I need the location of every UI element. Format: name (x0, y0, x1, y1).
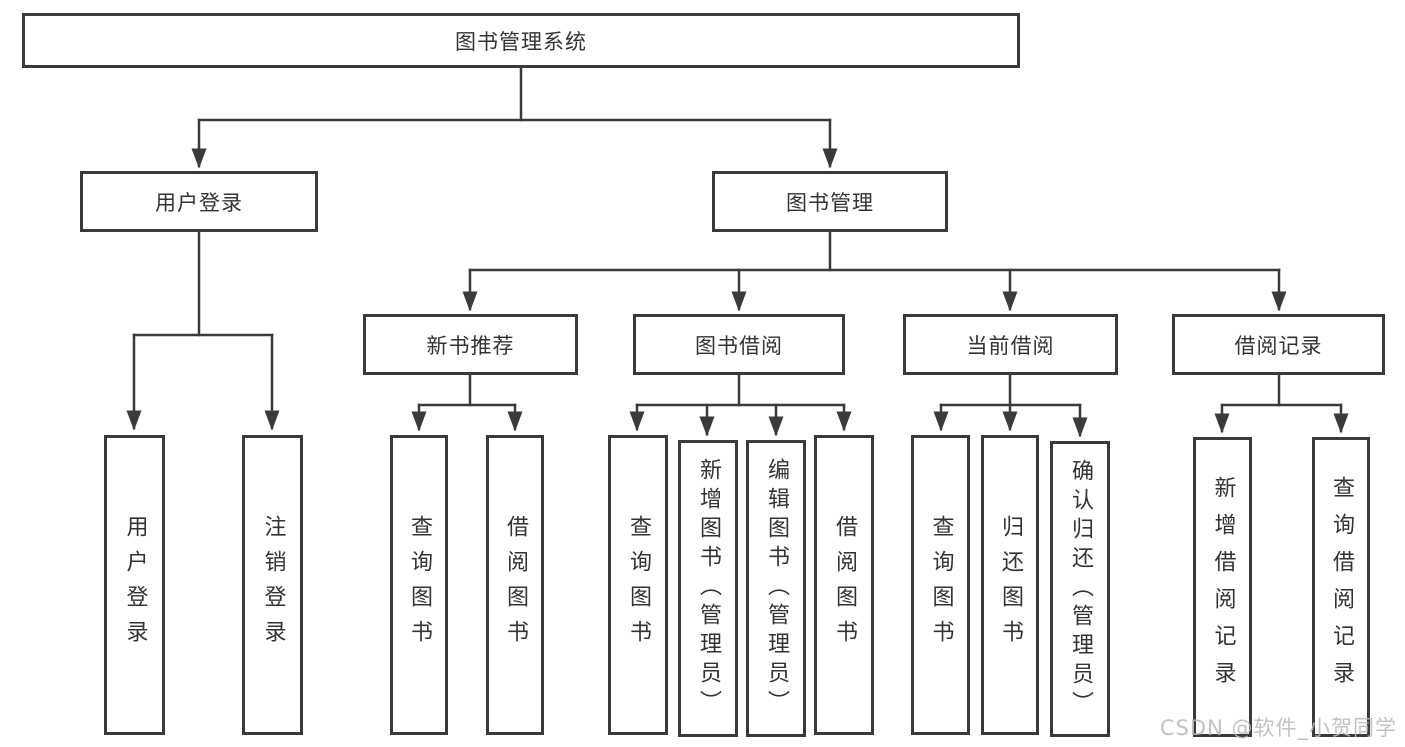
leaf-query-books-recommend: 查询图书 (390, 435, 448, 735)
leaf-user-login-label: 用户登录 (122, 515, 148, 655)
node-user-login: 用户登录 (80, 171, 318, 232)
node-current-borrowing: 当前借阅 (903, 314, 1118, 375)
leaf-logout-label: 注销登录 (260, 515, 286, 655)
node-borrowing-records: 借阅记录 (1172, 314, 1385, 375)
leaf-confirm-return-admin: 确认归还（管理员） (1050, 441, 1110, 737)
leaf-query-books-borrow: 查询图书 (608, 435, 668, 735)
node-book-borrowing: 图书借阅 (633, 314, 845, 375)
node-new-book-recommend-label: 新书推荐 (426, 333, 515, 358)
leaf-add-borrow-record: 新增借阅记录 (1193, 437, 1252, 737)
node-book-management-label: 图书管理 (786, 190, 874, 215)
node-book-borrowing-label: 图书借阅 (695, 333, 783, 358)
leaf-borrow-books-borrow: 借阅图书 (814, 435, 874, 735)
node-book-management-system-label: 图书管理系统 (455, 29, 587, 54)
leaf-edit-book-admin-label: 编辑图书（管理员） (764, 458, 789, 719)
leaf-query-books-current: 查询图书 (911, 435, 970, 735)
leaf-add-book-admin-label: 新增图书（管理员） (696, 458, 721, 719)
leaf-return-books-label: 归还图书 (998, 515, 1023, 655)
leaf-logout: 注销登录 (242, 435, 303, 735)
leaf-edit-book-admin: 编辑图书（管理员） (746, 440, 806, 737)
leaf-return-books: 归还图书 (981, 435, 1039, 735)
node-user-login-label: 用户登录 (155, 190, 243, 215)
leaf-borrow-books-recommend: 借阅图书 (486, 435, 544, 735)
leaf-borrow-books-recommend-label: 借阅图书 (503, 515, 528, 655)
node-book-management: 图书管理 (712, 171, 948, 232)
leaf-query-books-recommend-label: 查询图书 (407, 515, 432, 655)
csdn-watermark: CSDN @软件_小贺同学 (1159, 716, 1397, 740)
node-current-borrowing-label: 当前借阅 (966, 333, 1055, 358)
leaf-add-book-admin: 新增图书（管理员） (678, 440, 738, 737)
leaf-query-borrow-record: 查询借阅记录 (1312, 437, 1370, 737)
node-new-book-recommend: 新书推荐 (363, 314, 578, 375)
leaf-user-login: 用户登录 (104, 435, 165, 735)
leaf-query-books-current-label: 查询图书 (928, 515, 954, 655)
node-borrowing-records-label: 借阅记录 (1234, 333, 1323, 358)
node-book-management-system: 图书管理系统 (22, 13, 1020, 68)
leaf-query-books-borrow-label: 查询图书 (626, 515, 651, 655)
leaf-borrow-books-borrow-label: 借阅图书 (832, 515, 857, 655)
leaf-query-borrow-record-label: 查询借阅记录 (1329, 476, 1354, 698)
leaf-add-borrow-record-label: 新增借阅记录 (1210, 476, 1236, 698)
leaf-confirm-return-admin-label: 确认归还（管理员） (1068, 458, 1093, 720)
